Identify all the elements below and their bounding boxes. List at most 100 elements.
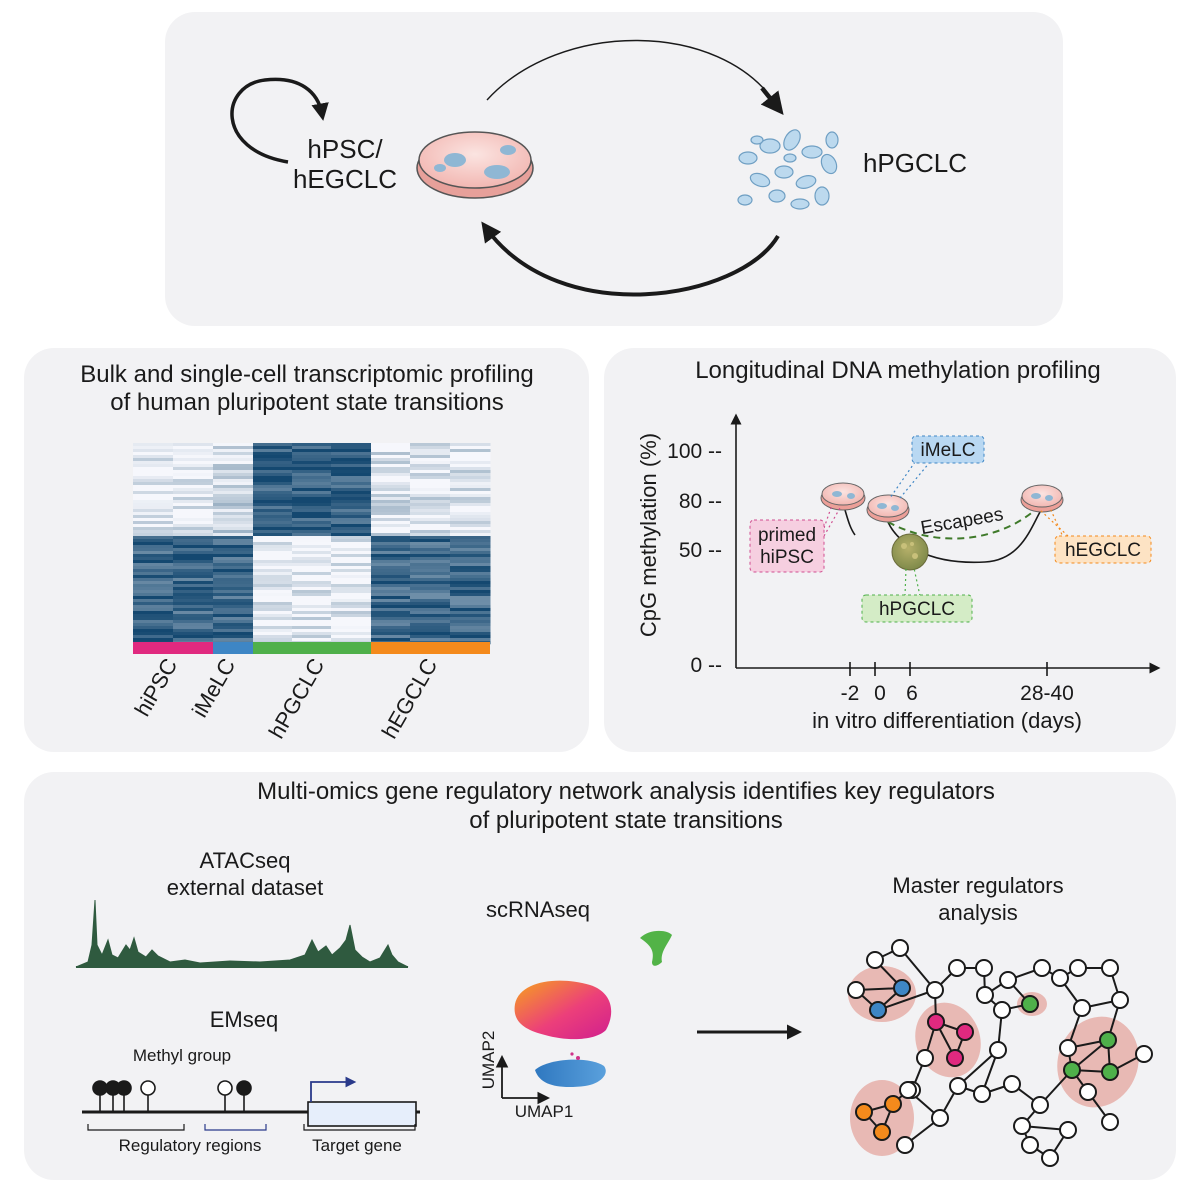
heatmap-cell: [173, 530, 214, 534]
heatmap-cell: [331, 623, 372, 627]
heatmap-cell: [292, 467, 332, 471]
heatmap-cell: [253, 530, 293, 534]
heatmap-cell: [371, 563, 411, 567]
multiomics-title: Multi-omics gene regulatory network anal…: [257, 778, 995, 805]
emseq-label: EMseq: [210, 1007, 278, 1032]
heatmap-cell: [410, 578, 451, 582]
heatmap-cell: [292, 536, 332, 540]
group-label-hipsc: hiPSC: [129, 654, 182, 721]
heatmap-cell: [450, 575, 491, 579]
heatmap-cell: [450, 452, 491, 456]
methylation-title: Longitudinal DNA methylation profiling: [695, 357, 1101, 384]
heatmap-cell: [371, 521, 411, 525]
group-label-hpgclc: hPGCLC: [264, 654, 330, 743]
heatmap-cell: [371, 518, 411, 522]
heatmap-cell: [133, 572, 174, 576]
heatmap-cell: [331, 491, 372, 495]
dish-imelc-icon: [866, 494, 910, 523]
network-edge: [877, 989, 936, 1011]
heatmap-cell: [371, 596, 411, 600]
heatmap-cell: [450, 455, 491, 459]
heatmap-cell: [133, 623, 174, 627]
heatmap-cell: [133, 533, 174, 537]
heatmap-cell: [331, 632, 372, 636]
heatmap-cell: [292, 548, 332, 552]
heatmap-cell: [292, 512, 332, 516]
heatmap-cell: [292, 473, 332, 477]
network-node: [1041, 1149, 1059, 1167]
heatmap-cell: [133, 479, 174, 483]
heatmap-cell: [213, 443, 254, 447]
heatmap-cell: [410, 518, 451, 522]
hpgclc-cells-icon: [737, 129, 839, 210]
heatmap-cell: [253, 617, 293, 621]
heatmap-cell: [173, 515, 214, 519]
heatmap-cell: [410, 443, 451, 447]
target-gene-box: [307, 1101, 417, 1127]
heatmap-cell: [450, 638, 491, 642]
heatmap-cell: [253, 569, 293, 573]
heatmap-cell: [331, 563, 372, 567]
heatmap-cell: [133, 581, 174, 585]
heatmap-cell: [331, 566, 372, 570]
heatmap-cell: [410, 530, 451, 534]
heatmap-cell: [410, 614, 451, 618]
heatmap-cell: [213, 506, 254, 510]
heatmap-cell: [331, 569, 372, 573]
heatmap-cell: [450, 470, 491, 474]
heatmap-cell: [173, 455, 214, 459]
heatmap-cell: [133, 554, 174, 558]
heatmap-cell: [213, 494, 254, 498]
network-node: [993, 1001, 1011, 1019]
heatmap-cell: [133, 476, 174, 480]
umap-plot: [495, 930, 672, 1105]
heatmap-cell: [253, 506, 293, 510]
heatmap-cell: [331, 500, 372, 504]
heatmap-cell: [253, 527, 293, 531]
heatmap-cell: [331, 464, 372, 468]
heatmap-cell: [133, 497, 174, 501]
heatmap-cell: [450, 506, 491, 510]
heatmap-cell: [292, 569, 332, 573]
heatmap-cell: [173, 632, 214, 636]
heatmap-cell: [133, 467, 174, 471]
heatmap-cell: [173, 470, 214, 474]
heatmap-cell: [371, 638, 411, 642]
heatmap-cell: [133, 446, 174, 450]
heatmap-cell: [292, 632, 332, 636]
heatmap-cell: [253, 575, 293, 579]
heatmap-cell: [213, 599, 254, 603]
heatmap-cell: [450, 524, 491, 528]
heatmap-cell: [253, 539, 293, 543]
heatmap-cell: [410, 608, 451, 612]
heatmap-cell: [371, 539, 411, 543]
heatmap-cell: [292, 605, 332, 609]
heatmap-cell: [331, 620, 372, 624]
heatmap-cell: [331, 584, 372, 588]
umap1-label: UMAP1: [515, 1102, 574, 1121]
heatmap-cell: [410, 557, 451, 561]
heatmap-cell: [173, 509, 214, 513]
heatmap-cell: [292, 623, 332, 627]
heatmap-cell: [213, 584, 254, 588]
heatmap-cell: [450, 566, 491, 570]
heatmap-cell: [331, 521, 372, 525]
heatmap-cell: [331, 545, 372, 549]
network-node: [1111, 991, 1129, 1009]
heatmap-cell: [173, 467, 214, 471]
heatmap-cell: [331, 503, 372, 507]
heatmap-cell: [450, 461, 491, 465]
heatmap-cell: [450, 539, 491, 543]
callout-primed-hipsc: primed hiPSC: [749, 519, 825, 573]
heatmap-cell: [371, 593, 411, 597]
heatmap-cell: [292, 629, 332, 633]
heatmap-cell: [173, 635, 214, 639]
heatmap-cell: [450, 614, 491, 618]
heatmap-cell: [213, 536, 254, 540]
heatmap-cell: [253, 491, 293, 495]
heatmap-cell: [173, 488, 214, 492]
heatmap-cell: [292, 563, 332, 567]
hpgclc-aggregate-icon: [891, 533, 929, 571]
heatmap-cell: [450, 620, 491, 624]
heatmap-cell: [450, 467, 491, 471]
